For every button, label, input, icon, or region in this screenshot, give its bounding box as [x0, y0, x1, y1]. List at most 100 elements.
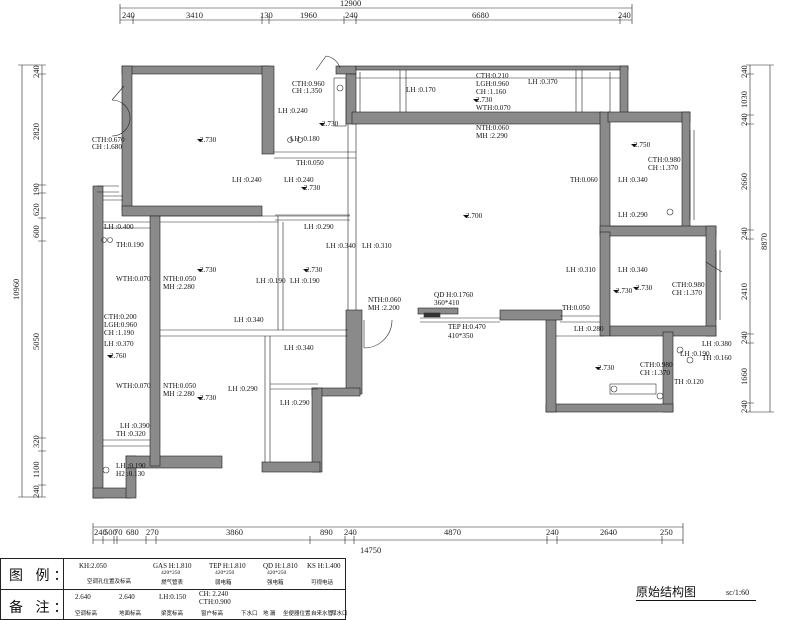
legend-qd: QD H:1.810 — [263, 562, 298, 570]
dim-left-3: 620 — [31, 203, 41, 216]
legend-tep: TEP H:1.810 — [209, 562, 246, 570]
annotation-label: 2.760 — [110, 352, 127, 360]
legend-gas: GAS H:1.810 — [153, 562, 192, 570]
legend-ks: KS H:1.400 — [307, 562, 341, 570]
annotation-label: LH :0.310 — [362, 242, 392, 250]
annotation-label: H2 :0.130 — [116, 470, 145, 478]
dim-top-0: 240 — [122, 10, 135, 20]
annotation-label: LH :0.280 — [574, 325, 604, 333]
dim-bottom-3: 680 — [126, 527, 139, 537]
dim-top-1: 3410 — [186, 10, 203, 20]
annotation-label: CTH:0.980 — [640, 361, 673, 369]
legend-qd-size: 420*250 — [267, 570, 287, 576]
annotation-label: LH :0.340 — [618, 266, 648, 274]
dim-left-8: 240 — [31, 485, 41, 498]
dim-right-1: 1030 — [739, 91, 749, 108]
legend-sym4: 自来水管 — [311, 611, 334, 617]
annotation-label: 360*410 — [434, 299, 460, 307]
annotation-label: 2.730 — [306, 266, 323, 274]
dim-bottom-7: 240 — [344, 527, 357, 537]
annotation-label: 2.730 — [200, 394, 217, 402]
dim-left-4: 600 — [31, 225, 41, 238]
dim-right-2: 240 — [739, 113, 749, 126]
walls — [92, 65, 717, 499]
dim-right-3: 2660 — [739, 173, 749, 190]
annotation-label: NTH:0.050 — [163, 382, 196, 390]
legend-ch: CH: 2.240 — [199, 590, 229, 598]
annotation-label: LH :0.290 — [228, 385, 258, 393]
legend-sym5: 煤水口 — [331, 611, 348, 617]
legend-sym1: 下水口 — [241, 611, 258, 617]
annotation-label: LH :0.340 — [284, 344, 314, 352]
dim-right-6: 240 — [739, 331, 749, 344]
legend-kh: KH:2.050 — [79, 562, 107, 570]
legend-sym3: 坐便器位置 — [283, 611, 311, 617]
dim-right-7: 1660 — [739, 368, 749, 385]
annotation-label: LH :0.170 — [406, 86, 436, 94]
dim-right-total: 8870 — [759, 233, 769, 250]
sheet-title: 原始结构图 — [636, 585, 697, 599]
sheet-scale: sc/1:60 — [726, 588, 750, 597]
annotation-label: WTH:0.070 — [116, 382, 151, 390]
annotation-label: LH :0.380 — [702, 340, 732, 348]
legend-tep-size: 420*250 — [215, 570, 235, 576]
bathtub-fixture — [609, 383, 657, 395]
annotation-label: LH :0.290 — [618, 211, 648, 219]
interior-lines — [97, 70, 721, 462]
annotation-label: 2.750 — [634, 141, 651, 149]
dim-right-5: 2410 — [739, 283, 749, 300]
annotation-label: LH :0.290 — [304, 223, 334, 231]
sheet-title-underline — [636, 600, 756, 601]
dim-bottom-6: 890 — [320, 527, 333, 537]
annotation-label: CH :1.160 — [476, 88, 506, 96]
annotation-label: LH :0.240 — [284, 176, 314, 184]
annotation-label: CH :1.680 — [92, 143, 122, 151]
annotation-label: LH :0.310 — [566, 266, 596, 274]
annotation-label: LGH:0.960 — [104, 321, 137, 329]
annotation-label: LH :0.400 — [104, 223, 134, 231]
dim-left-0: 240 — [31, 65, 41, 78]
annotation-label: MH :2.280 — [163, 283, 195, 291]
dim-left-6: 320 — [31, 435, 41, 448]
annotation-label: 2.730 — [322, 120, 339, 128]
annotation-label: LH :0.190 — [116, 462, 146, 470]
dim-left-7: 1100 — [31, 461, 41, 478]
dim-bottom-11: 250 — [660, 527, 673, 537]
legend-notes-title: 备 注： — [9, 600, 72, 616]
dim-bottom-8: 4870 — [444, 527, 461, 537]
legend-kh-name: 空调孔位置及标高 — [87, 579, 132, 585]
annotation-label: QD H:0.1760 — [434, 291, 474, 299]
annotation-label: CTH:0.980 — [672, 281, 705, 289]
legend-h1-name: 空调标高 — [75, 611, 98, 617]
annotation-label: TH:0.050 — [296, 159, 324, 167]
dim-top-total: 12900 — [340, 0, 361, 8]
annotation-label: LH :0.190 — [290, 277, 320, 285]
legend-qd-name: 强电箱 — [267, 580, 284, 586]
fixtures — [101, 77, 694, 474]
dim-bottom-1: 500 — [104, 527, 117, 537]
dim-top-2: 130 — [260, 10, 273, 20]
dimension-texts: 12900 240 3410 130 1960 240 6680 240 147… — [11, 0, 769, 555]
annotation-label: 2.730 — [200, 136, 217, 144]
annotation-label: CH :1.350 — [292, 87, 322, 95]
annotation-label: WTH:0.070 — [476, 104, 511, 112]
dim-right-0: 240 — [739, 65, 749, 78]
annotation-label: TEP H:0.470 — [448, 323, 486, 331]
annotation-label: NTH:0.060 — [476, 124, 509, 132]
legend-row-notes: 备 注： 2.640 空调标高 2.640 地面标高 LH:0.150 梁宽标高… — [1, 589, 348, 619]
dim-bottom-10: 2640 — [600, 527, 617, 537]
annotation-label: MH :2.200 — [368, 304, 400, 312]
legend-cth: CTH:0.900 — [199, 598, 231, 606]
dim-bottom-total: 14750 — [360, 545, 381, 555]
annotation-label: LH :0.240 — [232, 176, 262, 184]
annotation-label: NTH:0.060 — [368, 296, 401, 304]
annotation-label: LH :0.370 — [104, 340, 134, 348]
legend-divider — [63, 559, 64, 619]
annotation-label: LH :0.340 — [618, 176, 648, 184]
legend-h2: 2.640 — [119, 593, 135, 601]
dim-top-6: 240 — [618, 10, 631, 20]
annotation-label: LH :0.290 — [280, 399, 310, 407]
annotation-label: WTH:0.070 — [116, 275, 151, 283]
legend-tep-name: 弱电箱 — [215, 580, 232, 586]
